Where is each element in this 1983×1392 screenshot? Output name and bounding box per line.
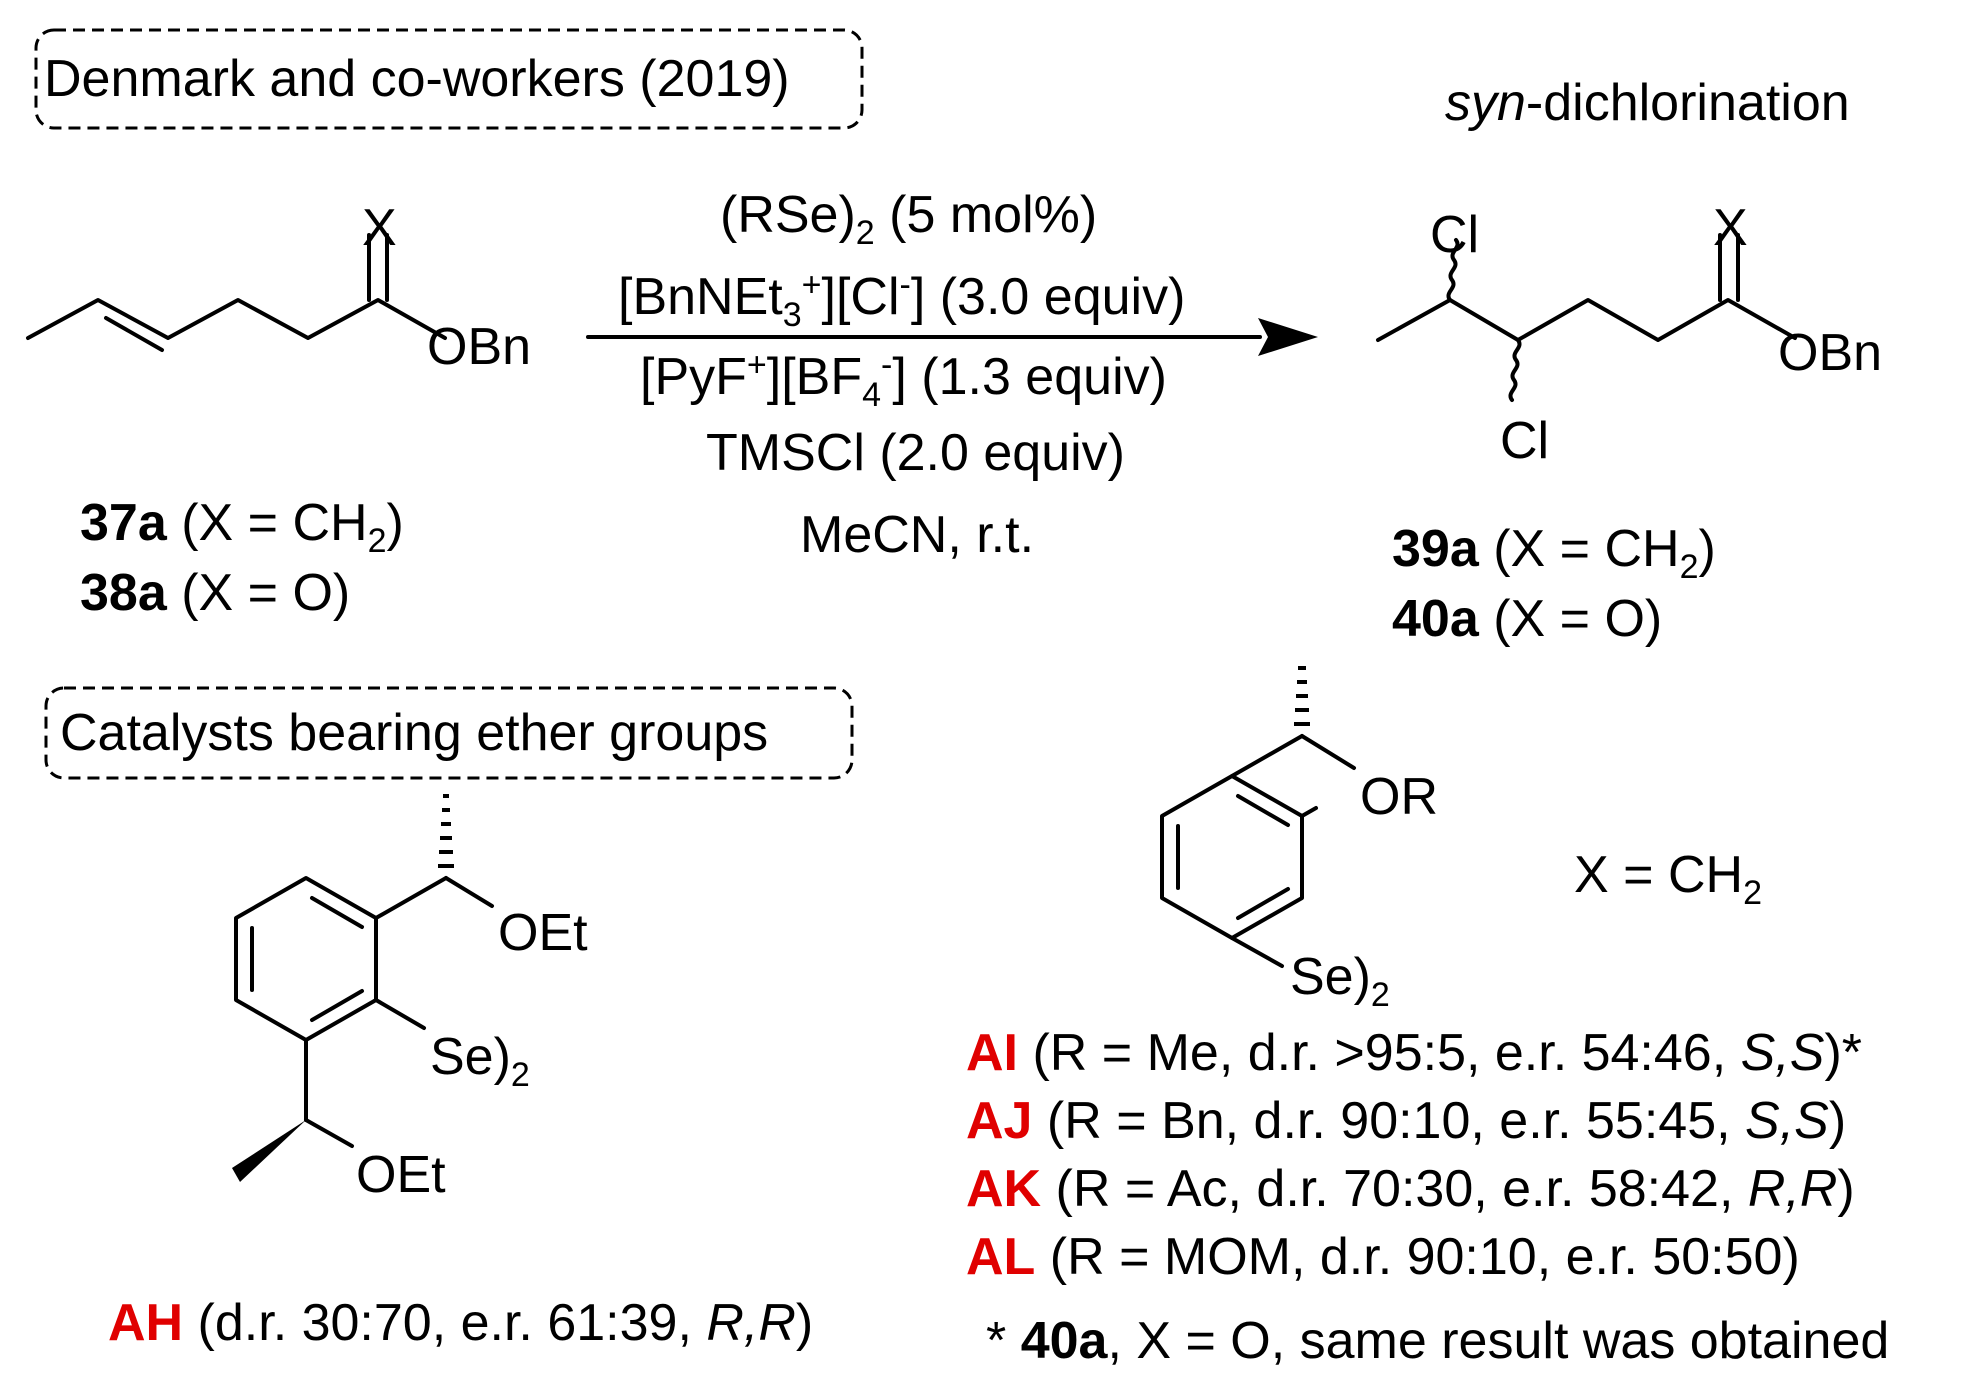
reactant-label-38a: 38a (X = O): [80, 564, 350, 622]
catalysts-title: Catalysts bearing ether groups: [60, 704, 768, 762]
catalyst-result-aj: AJ (R = Bn, d.r. 90:10, e.r. 55:45, S,S): [966, 1092, 1846, 1150]
ah-atom-oet-top: OEt: [498, 904, 588, 962]
ah-atom-oet-bottom: OEt: [356, 1146, 446, 1204]
condition-solvent: MeCN, r.t.: [800, 506, 1034, 564]
subtitle: syn-dichlorination: [1445, 74, 1850, 132]
footnote: * 40a, X = O, same result was obtained: [986, 1312, 1889, 1370]
condition-tmscl: TMSCl (2.0 equiv): [706, 424, 1125, 482]
reactant-atom-x: X: [362, 199, 397, 257]
catalysts-box: [44, 686, 854, 780]
title-box: [34, 28, 864, 130]
ah-atom-se: Se)2: [430, 1028, 530, 1094]
reactant-structure: [26, 233, 447, 352]
catalyst-ah-label: AH (d.r. 30:70, e.r. 61:39, R,R): [108, 1294, 813, 1352]
condition-oxidant: [PyF+][BF4-] (1.3 equiv): [640, 346, 1167, 414]
x-equals-ch2-note: X = CH2: [1574, 846, 1762, 912]
product-structure: [1376, 233, 1797, 402]
general-atom-se: Se)2: [1290, 948, 1390, 1014]
catalyst-result-al: AL (R = MOM, d.r. 90:10, e.r. 50:50): [966, 1228, 1800, 1286]
catalyst-results-list: AI (R = Me, d.r. >95:5, e.r. 54:46, S,S)…: [966, 1024, 1862, 1286]
reaction-arrow: [586, 318, 1318, 356]
product-atom-cl-top: Cl: [1430, 206, 1479, 264]
condition-chloride: [BnNEt3+][Cl-] (3.0 equiv): [618, 266, 1185, 334]
product-atom-x: X: [1713, 199, 1748, 257]
reactant-atom-obn: OBn: [427, 318, 531, 376]
product-atom-obn: OBn: [1778, 324, 1882, 382]
product-label-39a: 39a (X = CH2): [1392, 520, 1716, 586]
catalyst-ah-structure: [232, 794, 494, 1182]
general-atom-or: OR: [1360, 768, 1438, 826]
catalyst-result-ai: AI (R = Me, d.r. >95:5, e.r. 54:46, S,S)…: [966, 1024, 1862, 1082]
catalyst-result-ak: AK (R = Ac, d.r. 70:30, e.r. 58:42, R,R): [966, 1160, 1855, 1218]
product-label-40a: 40a (X = O): [1392, 590, 1662, 648]
product-atom-cl-bottom: Cl: [1500, 412, 1549, 470]
condition-catalyst: (RSe)2 (5 mol%): [720, 186, 1097, 252]
catalyst-general-structure: [1160, 666, 1356, 968]
reactant-label-37a: 37a (X = CH2): [80, 494, 404, 560]
title-text: Denmark and co-workers (2019): [44, 50, 790, 108]
